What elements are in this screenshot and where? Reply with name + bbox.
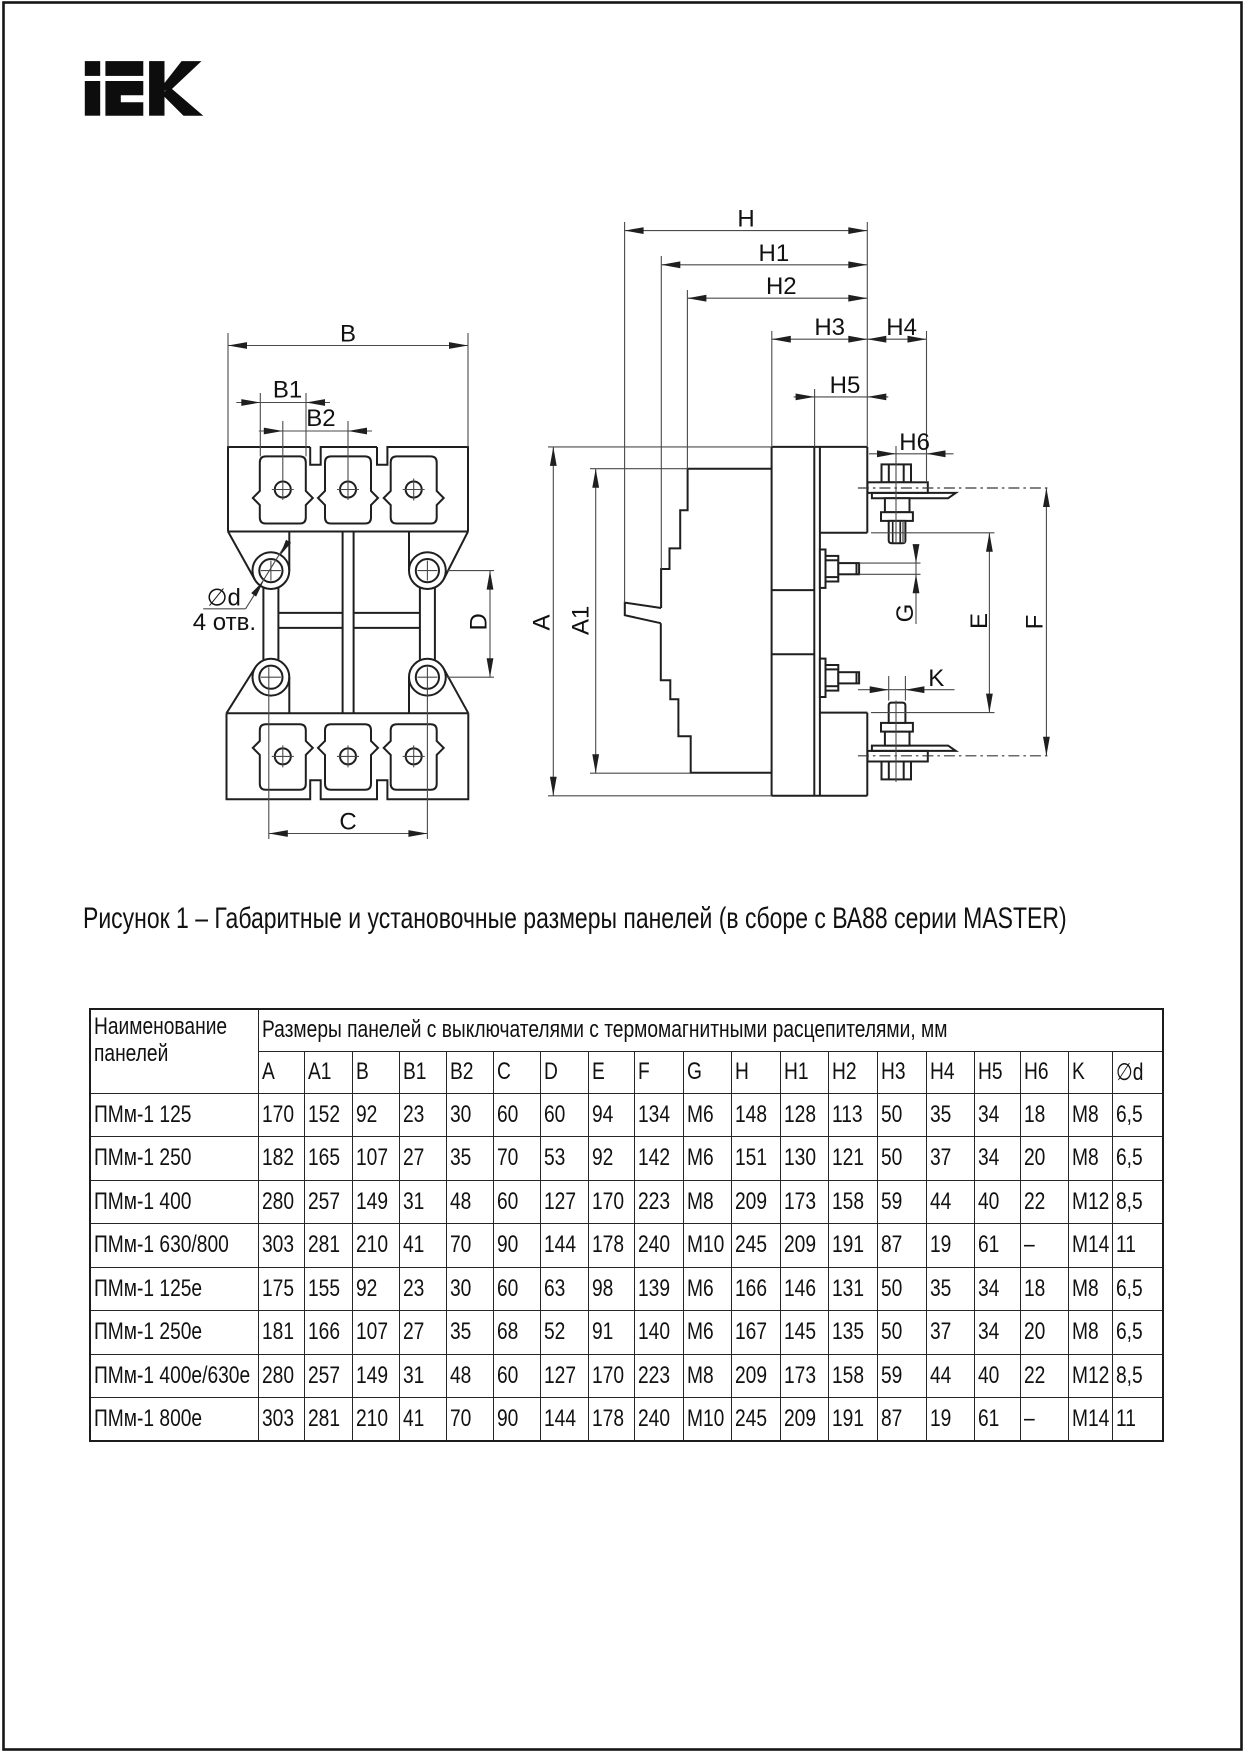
svg-text:D: D [466,613,493,630]
svg-text:H2: H2 [766,273,797,300]
svg-text:E: E [966,613,993,629]
svg-text:C: C [339,809,356,836]
svg-text:A: A [529,614,556,630]
svg-text:B1: B1 [273,377,302,404]
svg-text:G: G [892,604,919,623]
svg-text:B2: B2 [306,405,335,432]
svg-text:H5: H5 [830,372,861,399]
svg-text:A1: A1 [567,606,594,635]
svg-text:H: H [737,206,754,233]
svg-text:K: K [928,665,944,692]
svg-text:H6: H6 [899,429,930,456]
svg-text:H3: H3 [814,314,845,341]
svg-text:H1: H1 [759,240,790,267]
svg-text:B: B [340,321,356,348]
svg-text:∅d: ∅d [207,585,241,612]
svg-text:4 отв.: 4 отв. [193,609,256,636]
svg-text:F: F [1021,615,1048,630]
svg-text:H4: H4 [886,314,917,341]
